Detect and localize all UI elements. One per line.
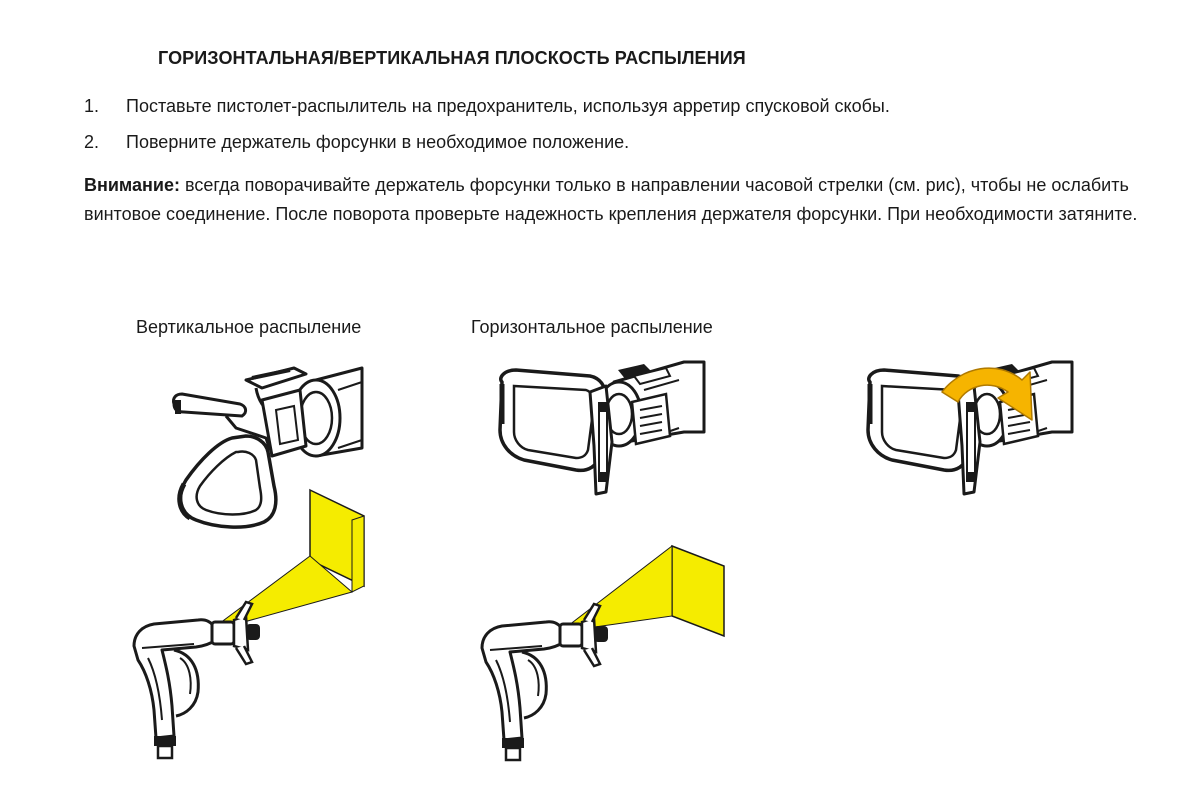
step-1-number: 1. — [84, 96, 100, 116]
step-1: 1. Поставьте пистолет-распылитель на пред… — [84, 94, 890, 118]
step-1-text: Поставьте пистолет-распылитель на предох… — [126, 96, 890, 116]
warning-text: всегда поворачивайте держатель форсунки … — [84, 175, 1138, 224]
nozzle-holder-horizontal-icon — [500, 362, 704, 494]
warning-label: Внимание: — [84, 175, 180, 195]
step-2-text: Поверните держатель форсунки в необходим… — [126, 132, 630, 152]
target-wall-side-face — [351, 515, 365, 593]
spray-gun-horizontal-icon — [480, 602, 610, 762]
target-wall-icon — [309, 488, 365, 593]
step-2: 2. Поверните держатель форсунки в необход… — [84, 130, 629, 154]
caption-vertical-spray: Вертикальное распыление — [136, 317, 362, 337]
warning-note: Внимание: всегда поворачивайте держатель… — [84, 171, 1174, 229]
spray-gun-icon — [132, 600, 262, 760]
step-2-number: 2. — [84, 132, 100, 152]
caption-horizontal-spray: Горизонтальное распыление — [471, 317, 713, 337]
clockwise-arrow-icon — [941, 367, 1033, 421]
target-wall-horizontal-front-face — [671, 544, 725, 638]
nozzle-holder-vertical-icon — [172, 366, 364, 529]
target-wall-horizontal-icon — [671, 544, 725, 638]
spray-fan-horizontal-icon — [558, 544, 673, 633]
page-title: ГОРИЗОНТАЛЬНАЯ/ВЕРТИКАЛЬНАЯ ПЛОСКОСТЬ РА… — [158, 48, 746, 68]
